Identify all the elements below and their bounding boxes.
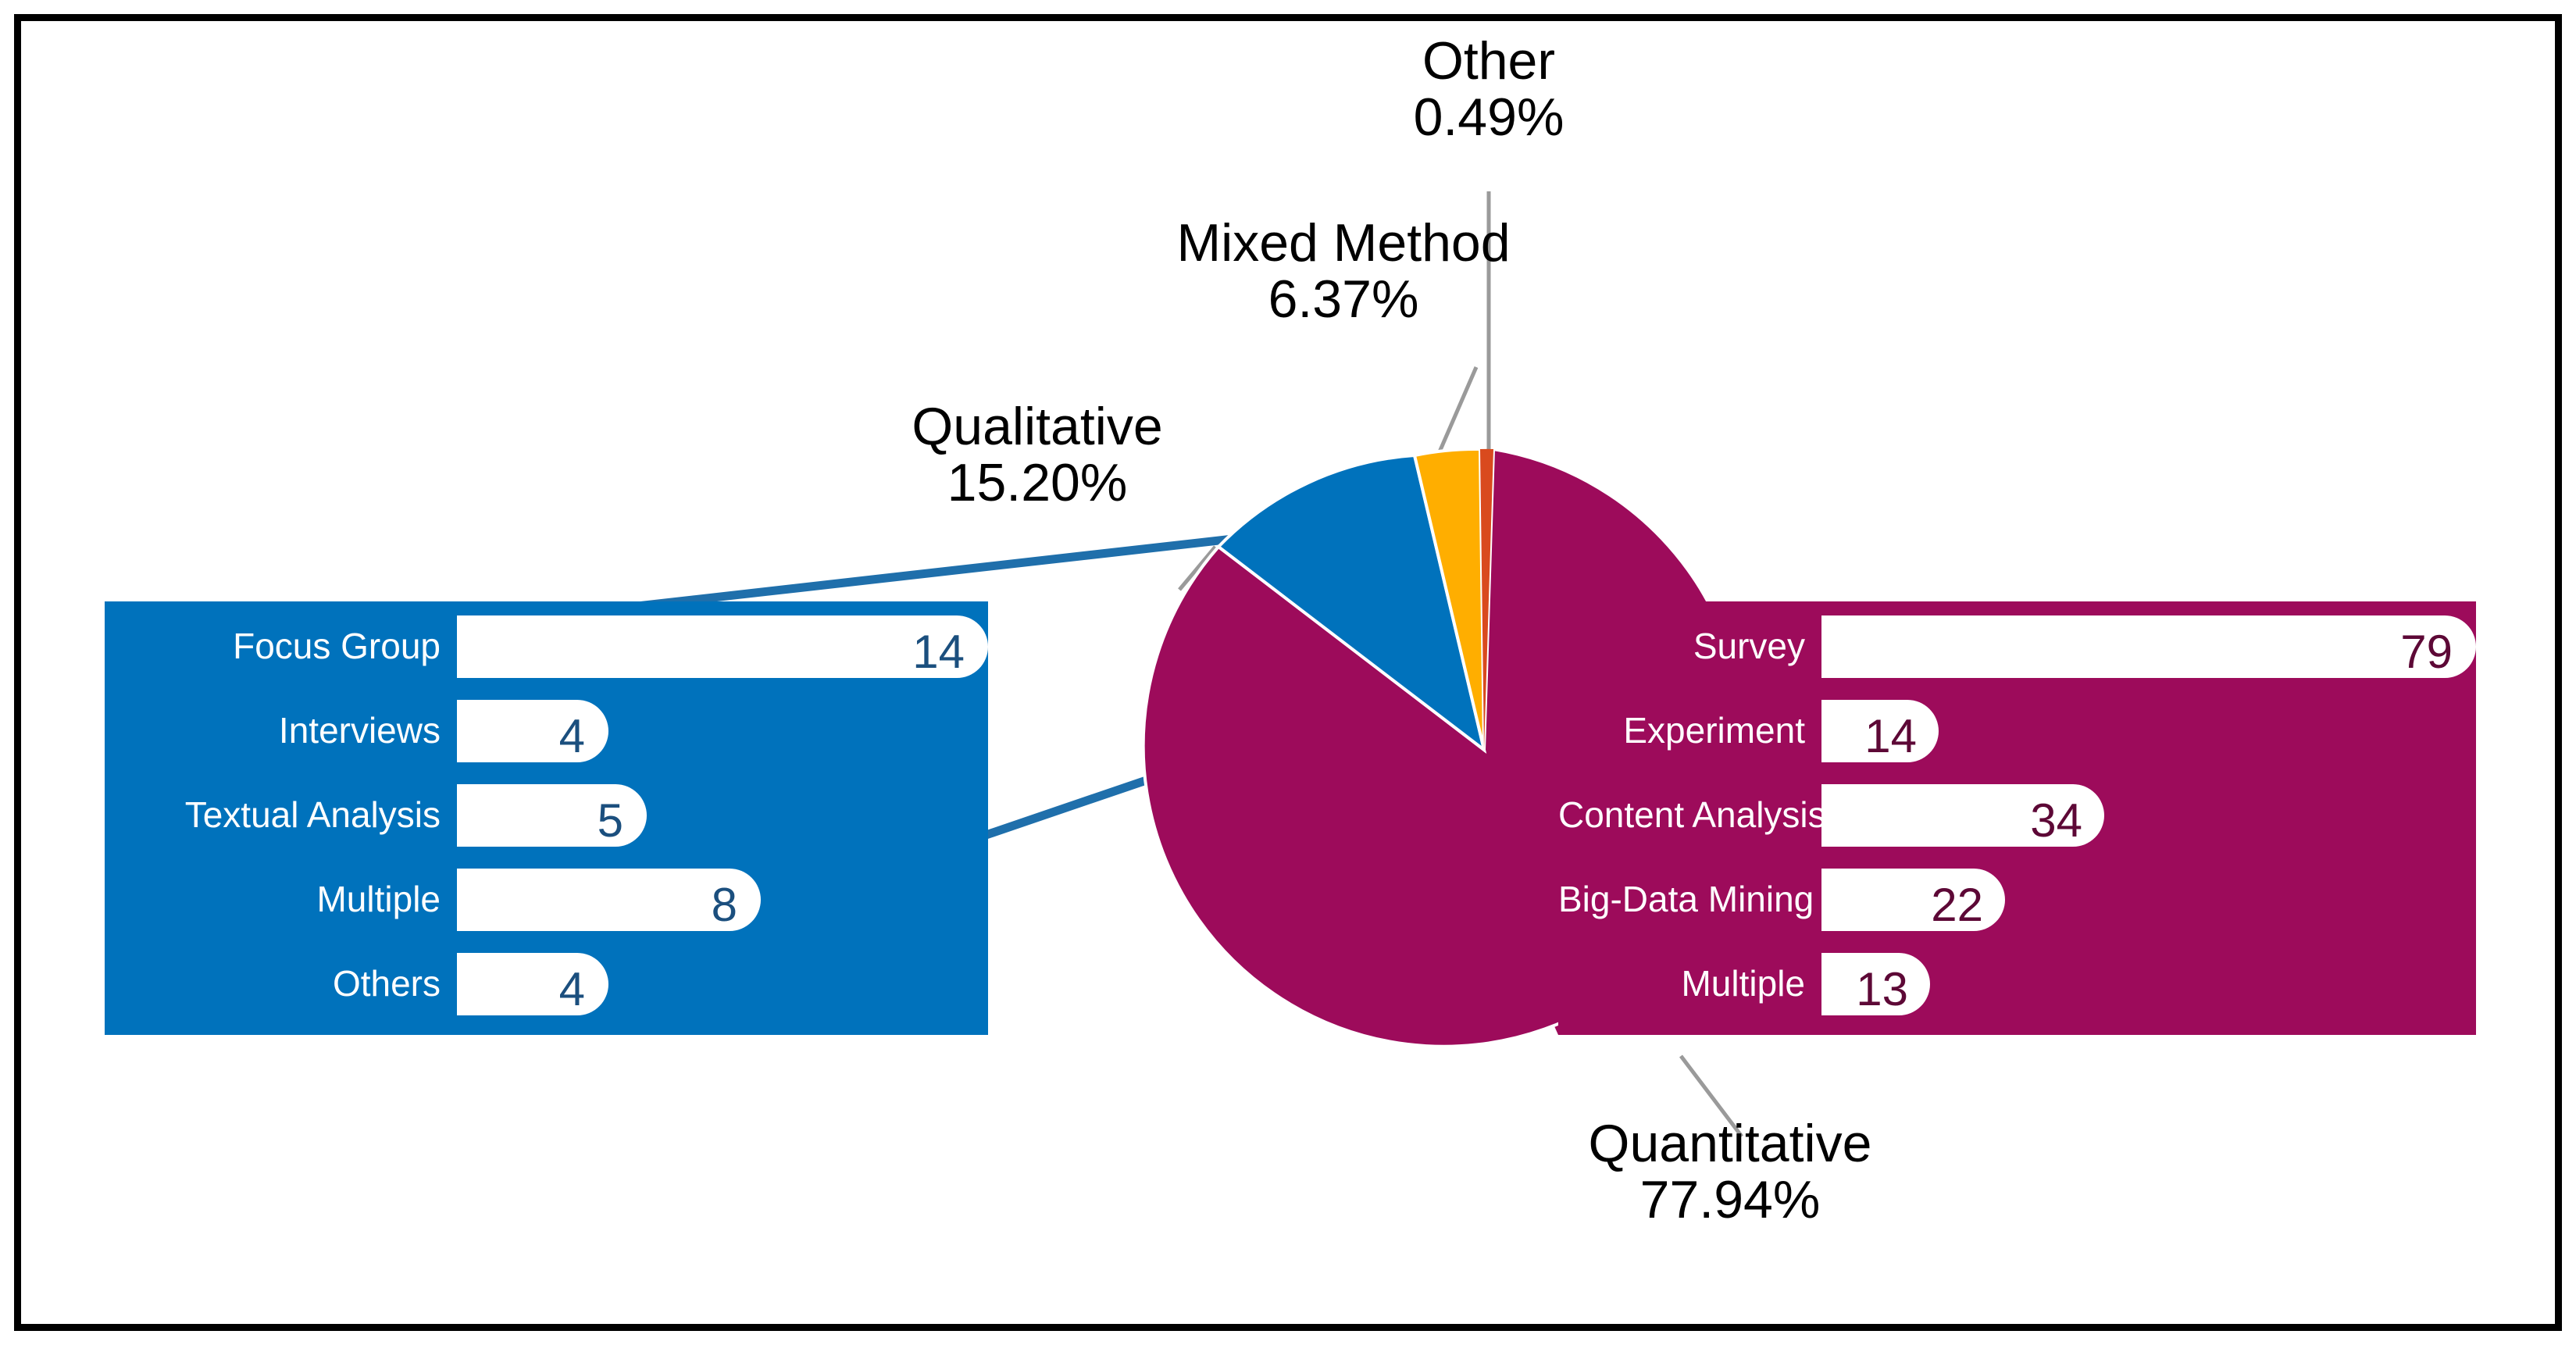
qualitative-row-label: Focus Group	[233, 626, 441, 666]
quantitative-bar	[1821, 700, 1939, 762]
callout-mixed-method-value: 6.37%	[1268, 269, 1419, 330]
qualitative-bar-value: 5	[597, 794, 623, 847]
qualitative-row-label: Interviews	[278, 710, 441, 751]
quantitative-detail-box: Survey 79 Experiment 14 Content Analysis…	[1558, 601, 2476, 1035]
qualitative-bar	[457, 784, 647, 847]
callout-qualitative: Qualitative 15.20%	[834, 398, 1240, 511]
qualitative-bar-value: 4	[558, 710, 585, 762]
callout-mixed-method-label: Mixed Method	[1176, 213, 1511, 273]
quantitative-row-label: Big-Data Mining	[1558, 879, 1814, 919]
qualitative-tick-line	[1178, 545, 1217, 591]
quantitative-row-label: Survey	[1693, 626, 1805, 666]
quantitative-row-label: Multiple	[1681, 963, 1805, 1004]
qualitative-bar-value: 4	[558, 963, 585, 1015]
callout-quantitative-label: Quantitative	[1588, 1114, 1872, 1173]
quantitative-leader-line	[1679, 1054, 1743, 1138]
quantitative-bar-value: 79	[2400, 626, 2453, 678]
figure-border	[14, 14, 2562, 1331]
callout-qualitative-value: 15.20%	[947, 453, 1128, 513]
pie-slice-qualitative[interactable]	[1216, 453, 1487, 754]
callout-mixed-method: Mixed Method 6.37%	[1094, 215, 1593, 327]
quantitative-bar-value: 34	[2030, 794, 2082, 847]
qualitative-bar-value: 14	[912, 626, 965, 678]
qualitative-row-label: Textual Analysis	[184, 794, 441, 835]
quantitative-bar	[1821, 784, 2104, 847]
quantitative-bar	[1821, 953, 1930, 1015]
quantitative-label-panel	[1558, 601, 1821, 1035]
callout-other: Other 0.49%	[1333, 33, 1645, 145]
callout-quantitative: Quantitative 77.94%	[1488, 1115, 1972, 1228]
callout-quantitative-value: 77.94%	[1639, 1170, 1821, 1230]
qualitative-row-label: Multiple	[316, 879, 441, 919]
qualitative-bar	[457, 615, 988, 678]
quantitative-row-label: Experiment	[1623, 710, 1805, 751]
quantitative-bar-value: 14	[1864, 710, 1917, 762]
qualitative-bar	[457, 953, 608, 1015]
quantitative-bar-value: 13	[1856, 963, 1908, 1015]
quantitative-bar	[1821, 869, 2005, 931]
qualitative-detail-box: Focus Group 14 Interviews 4 Textual Anal…	[105, 601, 988, 1035]
mixed-method-leader-line	[1433, 366, 1479, 462]
pie-slice-other[interactable]	[1480, 448, 1493, 750]
qualitative-row-label: Others	[332, 963, 441, 1004]
qualitative-label-panel	[105, 601, 457, 1035]
quantitative-row-label: Content Analysis	[1558, 794, 1826, 835]
qualitative-bar-value: 8	[711, 879, 737, 931]
qualitative-bar	[457, 869, 761, 931]
pie-slice-mixed-method[interactable]	[1412, 447, 1486, 751]
callout-other-label: Other	[1422, 31, 1556, 91]
qualitative-bar	[457, 700, 608, 762]
callout-other-value: 0.49%	[1413, 87, 1565, 148]
quantitative-bar-value: 22	[1931, 879, 1983, 931]
callout-qualitative-label: Qualitative	[912, 397, 1163, 456]
quantitative-bar	[1821, 615, 2476, 678]
